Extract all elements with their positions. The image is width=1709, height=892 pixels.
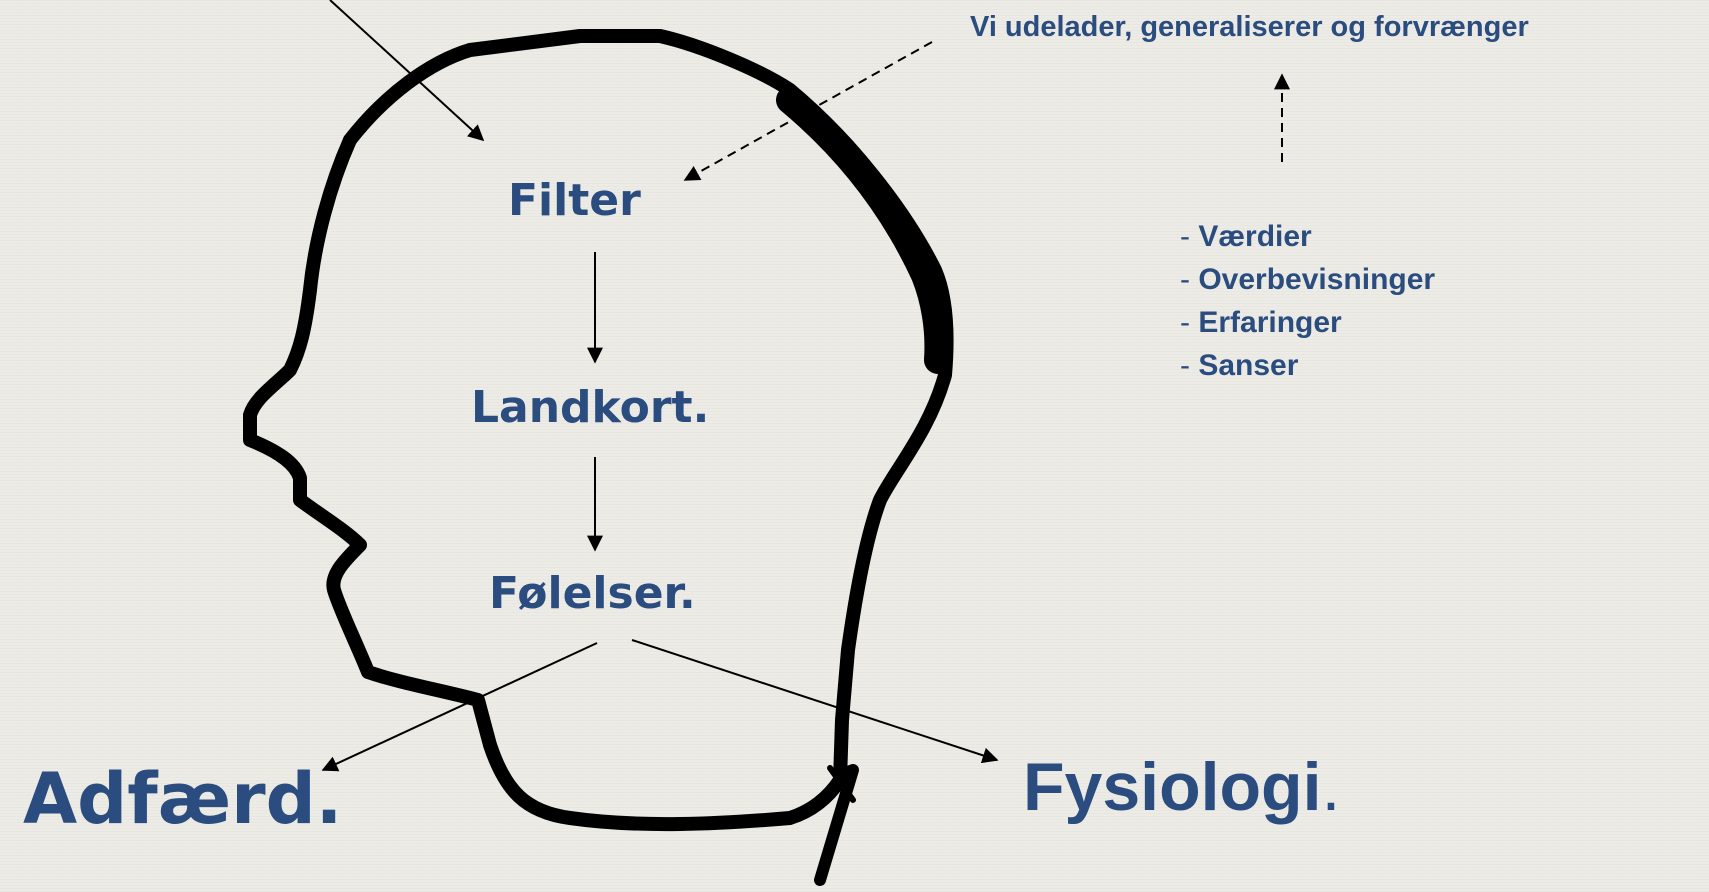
factor-text: Erfaringer <box>1198 306 1342 339</box>
input-arrow <box>329 0 485 142</box>
factor-item: - Sanser <box>1180 344 1435 387</box>
vi-udelader-label: Vi udelader, generaliserer og forvrænger <box>970 11 1529 43</box>
factor-dash: - <box>1180 263 1199 296</box>
factor-text: Sanser <box>1198 349 1299 382</box>
fysiologi-label: Fysiologi. <box>1023 748 1340 826</box>
factor-text: Overbevisninger <box>1198 263 1436 296</box>
fysiologi-word: Fysiologi <box>1023 749 1322 825</box>
factor-item: - Overbevisninger <box>1180 258 1435 301</box>
folelser-label: Følelser. <box>489 568 696 619</box>
folelser-to-fysiologi-arrow <box>631 639 999 764</box>
factor-item: - Erfaringer <box>1180 301 1435 344</box>
filter-dashed-arrow <box>683 41 933 181</box>
factor-item: - Værdier <box>1180 215 1435 258</box>
adfaerd-label: Adfærd. <box>23 758 343 840</box>
folelser-to-adfaerd-arrow <box>321 642 598 772</box>
landkort-label: Landkort. <box>471 382 710 433</box>
factor-dash: - <box>1180 220 1199 253</box>
filter-label: Filter <box>508 175 641 226</box>
fysiologi-dot: . <box>1321 749 1341 825</box>
head-silhouette-icon <box>243 29 954 886</box>
factor-dash: - <box>1180 306 1199 339</box>
factor-dash: - <box>1180 349 1199 382</box>
factor-text: Værdier <box>1198 220 1312 253</box>
factor-list: - Værdier - Overbevisninger - Erfaringer… <box>1180 215 1435 387</box>
